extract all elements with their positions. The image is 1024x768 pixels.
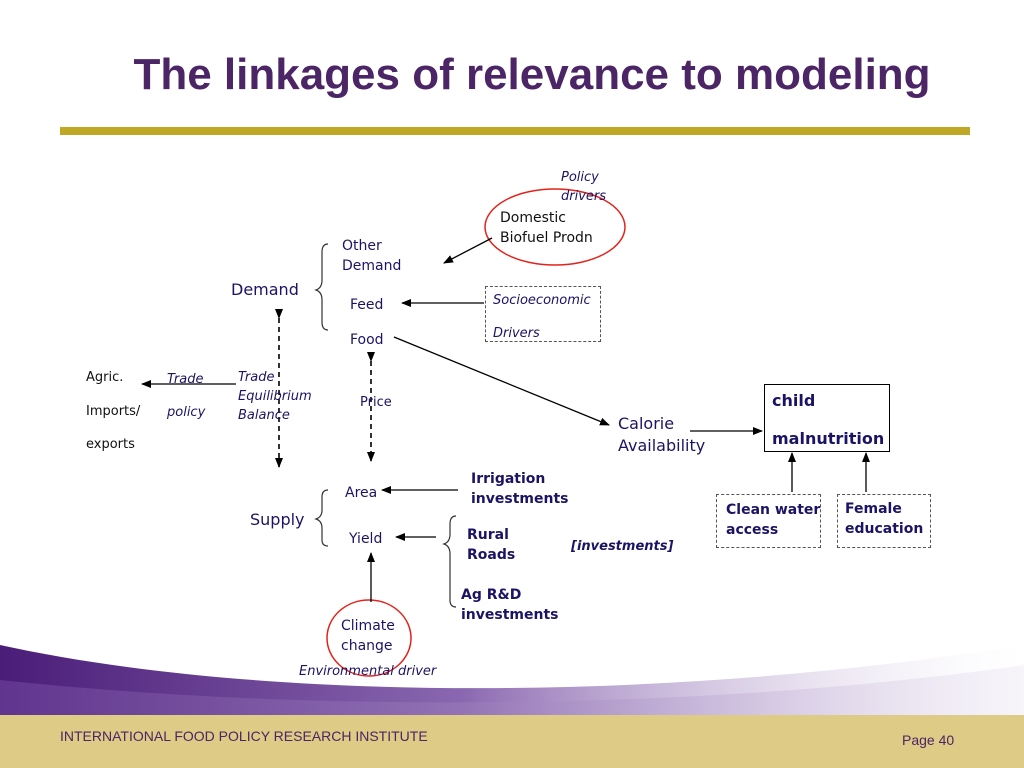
demand-brace bbox=[314, 243, 329, 331]
child-malnutrition-box bbox=[764, 384, 890, 452]
area-node: Area bbox=[345, 485, 378, 501]
irrigation-investments-node: Irrigation investments bbox=[471, 471, 569, 507]
trade-equilibrium-label: Trade Equilibrium Balance bbox=[238, 370, 312, 423]
agric-label-3: exports bbox=[86, 437, 135, 452]
clean-water-box bbox=[716, 494, 821, 548]
domestic-biofuel-node: Domestic Biofuel Prodn bbox=[500, 210, 593, 246]
agric-label-1: Agric. bbox=[86, 370, 124, 385]
socioeconomic-drivers-label-2: Drivers bbox=[493, 326, 540, 341]
page-number: Page 40 bbox=[902, 732, 955, 748]
socioeconomic-drivers-box bbox=[485, 286, 601, 342]
arrow-biofuel-to-other-demand bbox=[443, 237, 493, 264]
policy-drivers-circle bbox=[484, 188, 626, 266]
malnutrition-label: malnutrition bbox=[772, 429, 885, 448]
footer-org-name: INTERNATIONAL FOOD POLICY RESEARCH INSTI… bbox=[60, 728, 428, 744]
supply-brace bbox=[314, 489, 329, 547]
climate-change-circle bbox=[326, 599, 412, 677]
footer-band bbox=[0, 715, 1024, 768]
female-education-box bbox=[837, 494, 931, 548]
female-education-node: Female education bbox=[845, 501, 924, 537]
supply-node: Supply bbox=[250, 510, 305, 529]
agric-label-2: Imports/ bbox=[86, 404, 141, 419]
feed-node: Feed bbox=[350, 297, 384, 313]
footer-swoosh-highlight bbox=[0, 665, 1024, 715]
calorie-availability-node: Calorie Availability bbox=[618, 414, 706, 455]
title-rule bbox=[60, 127, 970, 135]
food-node: Food bbox=[350, 332, 384, 348]
climate-change-node: Climate change bbox=[341, 618, 395, 654]
investments-label: [investments] bbox=[571, 539, 674, 554]
clean-water-access-node: Clean water access bbox=[726, 502, 821, 538]
ag-rd-investments-node: Ag R&D investments bbox=[461, 587, 559, 623]
rural-roads-node: Rural Roads bbox=[467, 527, 516, 563]
yield-node: Yield bbox=[349, 531, 383, 547]
trade-policy-label-1: Trade bbox=[167, 372, 204, 387]
other-demand-node: Other Demand bbox=[342, 238, 402, 274]
slide-title: The linkages of relevance to modeling bbox=[133, 50, 931, 99]
investments-brace bbox=[442, 515, 457, 608]
environmental-driver-label: Environmental driver bbox=[299, 664, 437, 679]
arrow-food-to-calorie bbox=[393, 336, 610, 426]
demand-node: Demand bbox=[231, 280, 299, 299]
child-label: child bbox=[772, 391, 816, 410]
socioeconomic-drivers-label: Socioeconomic bbox=[493, 293, 591, 308]
trade-policy-label-2: policy bbox=[167, 405, 206, 420]
policy-drivers-label: Policy drivers bbox=[561, 170, 607, 204]
price-node: Price bbox=[360, 395, 392, 410]
